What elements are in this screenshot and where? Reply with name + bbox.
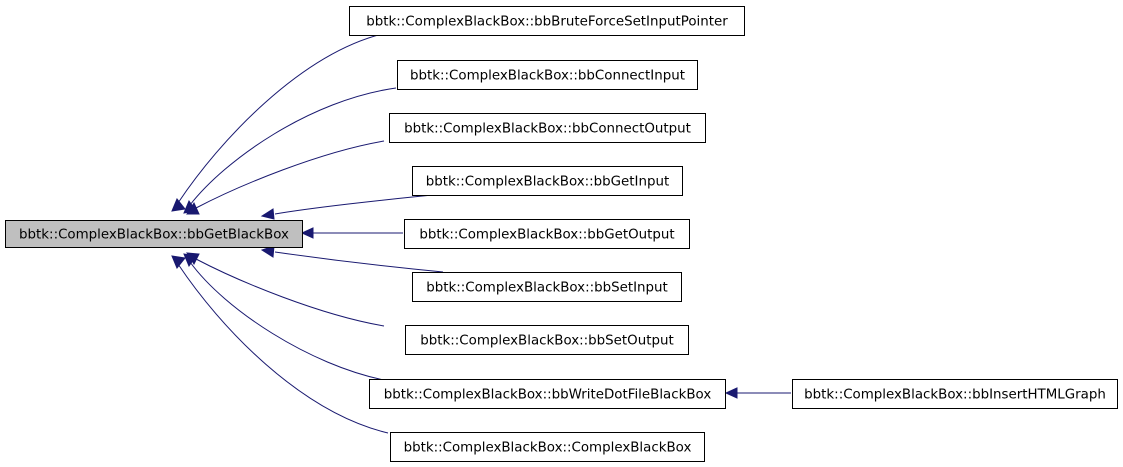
nodes-layer: bbtk::ComplexBlackBox::bbGetBlackBoxbbtk… bbox=[5, 6, 1118, 462]
caller-node-getoutput-label: bbtk::ComplexBlackBox::bbGetOutput bbox=[419, 228, 674, 243]
root-node[interactable]: bbtk::ComplexBlackBox::bbGetBlackBox bbox=[5, 220, 303, 248]
caller-node-getinput[interactable]: bbtk::ComplexBlackBox::bbGetInput bbox=[412, 166, 683, 196]
arrowhead-getoutput bbox=[300, 227, 314, 239]
caller-node-bruteforce[interactable]: bbtk::ComplexBlackBox::bbBruteForceSetIn… bbox=[349, 6, 745, 36]
edge-setinput bbox=[274, 251, 444, 273]
caller-node-setinput[interactable]: bbtk::ComplexBlackBox::bbSetInput bbox=[412, 272, 682, 302]
edge-getinput bbox=[274, 193, 444, 215]
root-node-label: bbtk::ComplexBlackBox::bbGetBlackBox bbox=[19, 228, 289, 243]
caller-node-setoutput-box bbox=[405, 325, 689, 355]
caller-node-connectinput[interactable]: bbtk::ComplexBlackBox::bbConnectInput bbox=[397, 60, 698, 90]
edge-constructor bbox=[177, 263, 389, 434]
caller-node-bruteforce-box bbox=[349, 6, 745, 36]
caller-node-setinput-box bbox=[412, 272, 682, 302]
caller-node-getoutput[interactable]: bbtk::ComplexBlackBox::bbGetOutput bbox=[404, 219, 690, 249]
edge-connectinput bbox=[189, 87, 397, 206]
edges-layer bbox=[171, 33, 791, 434]
caller-node-connectoutput-box bbox=[389, 113, 706, 143]
caller-node-bruteforce-label: bbtk::ComplexBlackBox::bbBruteForceSetIn… bbox=[366, 15, 728, 30]
root-node-box bbox=[5, 220, 303, 248]
arrowhead-connectoutput bbox=[186, 201, 200, 215]
arrowhead-inserthtml bbox=[724, 387, 738, 399]
caller-node-inserthtml-label: bbtk::ComplexBlackBox::bbInsertHTMLGraph bbox=[804, 388, 1106, 403]
caller-node-setoutput-label: bbtk::ComplexBlackBox::bbSetOutput bbox=[420, 334, 673, 349]
caller-node-constructor-box bbox=[390, 432, 705, 462]
caller-node-getoutput-box bbox=[404, 219, 690, 249]
caller-node-getinput-box bbox=[412, 166, 683, 196]
caller-node-connectoutput[interactable]: bbtk::ComplexBlackBox::bbConnectOutput bbox=[389, 113, 706, 143]
edge-setoutput bbox=[195, 258, 385, 327]
caller-node-inserthtml-box bbox=[792, 379, 1118, 409]
caller-node-writedot-label: bbtk::ComplexBlackBox::bbWriteDotFileBla… bbox=[384, 388, 712, 403]
arrowhead-writedot bbox=[183, 253, 197, 268]
caller-node-connectoutput-label: bbtk::ComplexBlackBox::bbConnectOutput bbox=[404, 122, 691, 137]
caller-node-inserthtml[interactable]: bbtk::ComplexBlackBox::bbInsertHTMLGraph bbox=[792, 379, 1118, 409]
edge-writedot bbox=[189, 261, 385, 381]
arrowhead-bruteforce bbox=[171, 198, 186, 212]
caller-node-constructor-label: bbtk::ComplexBlackBox::ComplexBlackBox bbox=[404, 441, 692, 456]
caller-node-writedot-box bbox=[369, 379, 726, 409]
caller-node-constructor[interactable]: bbtk::ComplexBlackBox::ComplexBlackBox bbox=[390, 432, 705, 462]
arrowhead-getinput bbox=[260, 208, 275, 220]
edge-bruteforce bbox=[177, 33, 383, 204]
caller-node-writedot[interactable]: bbtk::ComplexBlackBox::bbWriteDotFileBla… bbox=[369, 379, 726, 409]
caller-node-connectinput-box bbox=[397, 60, 698, 90]
caller-node-setinput-label: bbtk::ComplexBlackBox::bbSetInput bbox=[426, 281, 668, 296]
caller-node-setoutput[interactable]: bbtk::ComplexBlackBox::bbSetOutput bbox=[405, 325, 689, 355]
edge-connectoutput bbox=[195, 140, 385, 209]
caller-node-getinput-label: bbtk::ComplexBlackBox::bbGetInput bbox=[426, 175, 669, 190]
caller-node-connectinput-label: bbtk::ComplexBlackBox::bbConnectInput bbox=[410, 69, 685, 84]
arrowhead-constructor bbox=[171, 255, 186, 269]
